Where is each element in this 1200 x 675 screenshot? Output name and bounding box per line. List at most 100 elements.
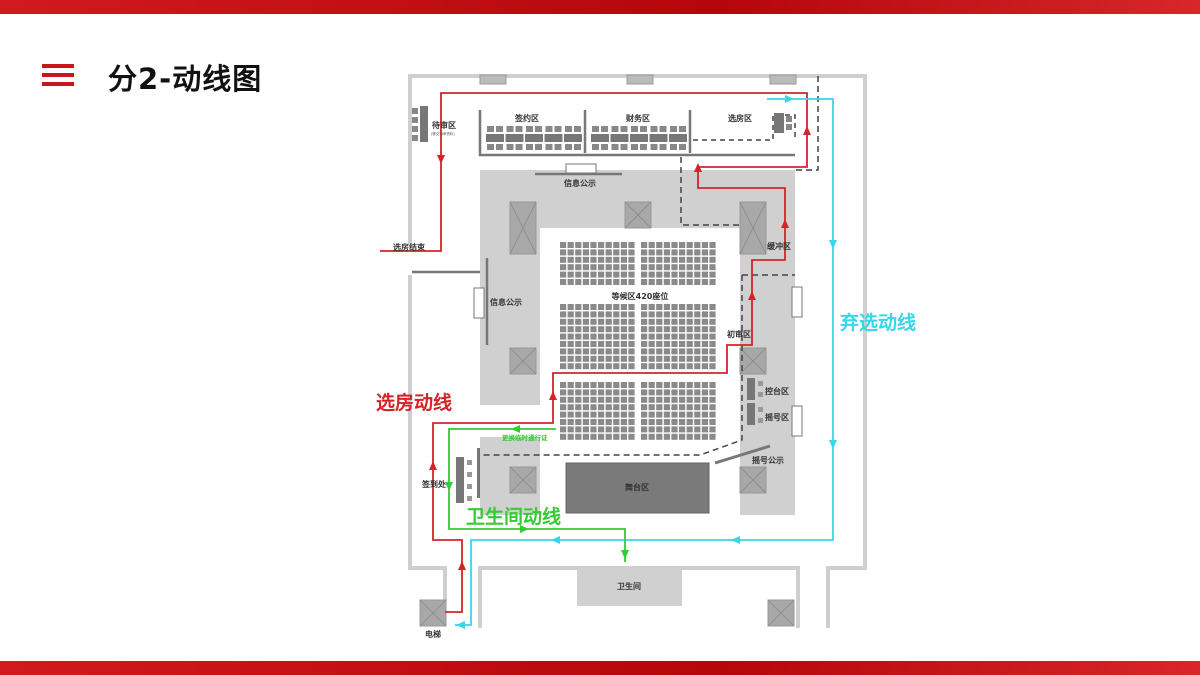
seat [620, 264, 627, 271]
seat [686, 433, 693, 440]
seat [605, 363, 612, 370]
seat [641, 333, 648, 340]
seat [611, 126, 619, 132]
seat [605, 419, 612, 425]
label-restroom-route: 卫生间动线 [466, 505, 561, 528]
desk [505, 134, 524, 142]
seat [663, 389, 670, 396]
seat [656, 256, 663, 263]
seat [620, 419, 627, 425]
seat [582, 242, 589, 248]
seat [659, 126, 667, 132]
seat [701, 279, 708, 285]
seat [613, 355, 620, 362]
pillar-cross [509, 201, 537, 255]
seat [590, 404, 597, 411]
seat [679, 256, 686, 263]
seat [648, 363, 655, 370]
seat [663, 264, 670, 271]
seat [709, 396, 716, 403]
seat [671, 411, 678, 418]
seat [648, 355, 655, 362]
seat [628, 389, 635, 396]
seat [694, 341, 701, 347]
desk [630, 134, 648, 142]
seat [701, 348, 708, 355]
dashed-boundaries [482, 76, 819, 456]
label-review: 待审区 [431, 120, 456, 130]
seat [641, 318, 648, 325]
seat [641, 242, 648, 248]
seat [605, 396, 612, 403]
desk [610, 134, 629, 142]
seat [679, 363, 686, 370]
seat [641, 382, 648, 388]
seat [663, 304, 670, 310]
seat [650, 144, 658, 150]
seat [575, 348, 582, 355]
seat [567, 341, 574, 347]
seat [656, 318, 663, 325]
seat [701, 242, 708, 248]
seat [679, 249, 686, 256]
seat [598, 419, 605, 425]
seat [590, 333, 597, 340]
seat [648, 304, 655, 310]
seat [567, 355, 574, 362]
seat [575, 411, 582, 418]
seat [605, 389, 612, 396]
seat [701, 271, 708, 278]
seat [605, 326, 612, 333]
seat [613, 242, 620, 248]
seat [605, 341, 612, 347]
desk [544, 134, 563, 142]
seat [582, 333, 589, 340]
seat [701, 264, 708, 271]
seat [709, 355, 716, 362]
seat [575, 333, 582, 340]
seat [663, 256, 670, 263]
seat [582, 355, 589, 362]
seat [560, 304, 567, 310]
seat [611, 144, 619, 150]
seat [567, 433, 574, 440]
seat [590, 242, 597, 248]
seat [560, 426, 567, 433]
seat [686, 396, 693, 403]
seat [620, 304, 627, 310]
seat [620, 333, 627, 340]
seat [648, 279, 655, 285]
seat [590, 411, 597, 418]
seat [701, 363, 708, 370]
seat [679, 126, 686, 132]
top-banner [0, 0, 1200, 14]
restroom-route-arrows [445, 425, 629, 559]
seat [613, 389, 620, 396]
seat [535, 126, 542, 132]
seat [694, 326, 701, 333]
seat [709, 333, 716, 340]
seat [601, 144, 608, 150]
seat [575, 426, 582, 433]
seat [631, 144, 638, 150]
seat [590, 348, 597, 355]
seat [641, 355, 648, 362]
seat [628, 348, 635, 355]
seat [641, 363, 648, 370]
pillar-cross [509, 347, 537, 375]
seat [709, 341, 716, 347]
seat [605, 256, 612, 263]
seat [663, 404, 670, 411]
hamburger-menu-icon[interactable] [42, 64, 74, 86]
label-info-left: 信息公示 [490, 297, 522, 307]
seat [671, 389, 678, 396]
seat [620, 363, 627, 370]
seat [686, 311, 693, 318]
seat [671, 355, 678, 362]
seat [613, 326, 620, 333]
seat [628, 411, 635, 418]
seat [574, 144, 581, 150]
seat [575, 363, 582, 370]
seat [701, 433, 708, 440]
label-finance: 财务区 [625, 113, 650, 123]
